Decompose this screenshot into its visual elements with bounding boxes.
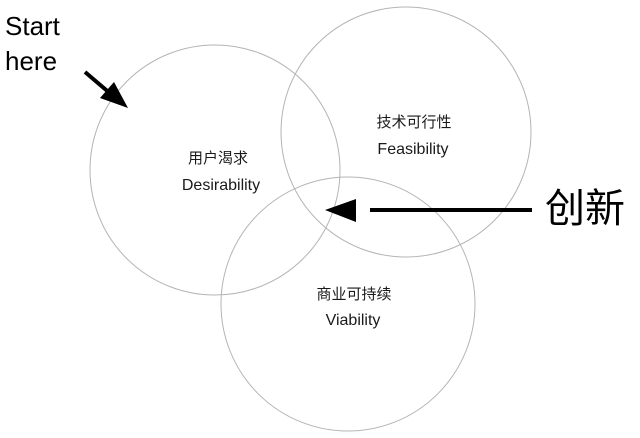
start-here-line2: here bbox=[5, 46, 57, 76]
desirability-label-cn: 用户渴求 bbox=[188, 149, 248, 167]
arrow-left-icon bbox=[325, 199, 532, 222]
arrow-down-right-icon bbox=[83, 70, 128, 108]
desirability-label-en: Desirability bbox=[182, 177, 260, 194]
start-here-line1: Start bbox=[5, 11, 61, 41]
circle-feasibility bbox=[280, 6, 532, 258]
viability-label-cn: 商业可持续 bbox=[316, 285, 391, 303]
circle-desirability bbox=[89, 44, 341, 296]
feasibility-label-cn: 技术可行性 bbox=[376, 113, 451, 131]
innovation-label: 创新 bbox=[545, 186, 625, 232]
viability-label-en: Viability bbox=[326, 312, 381, 329]
feasibility-label-en: Feasibility bbox=[377, 141, 448, 158]
circle-viability bbox=[220, 176, 476, 432]
